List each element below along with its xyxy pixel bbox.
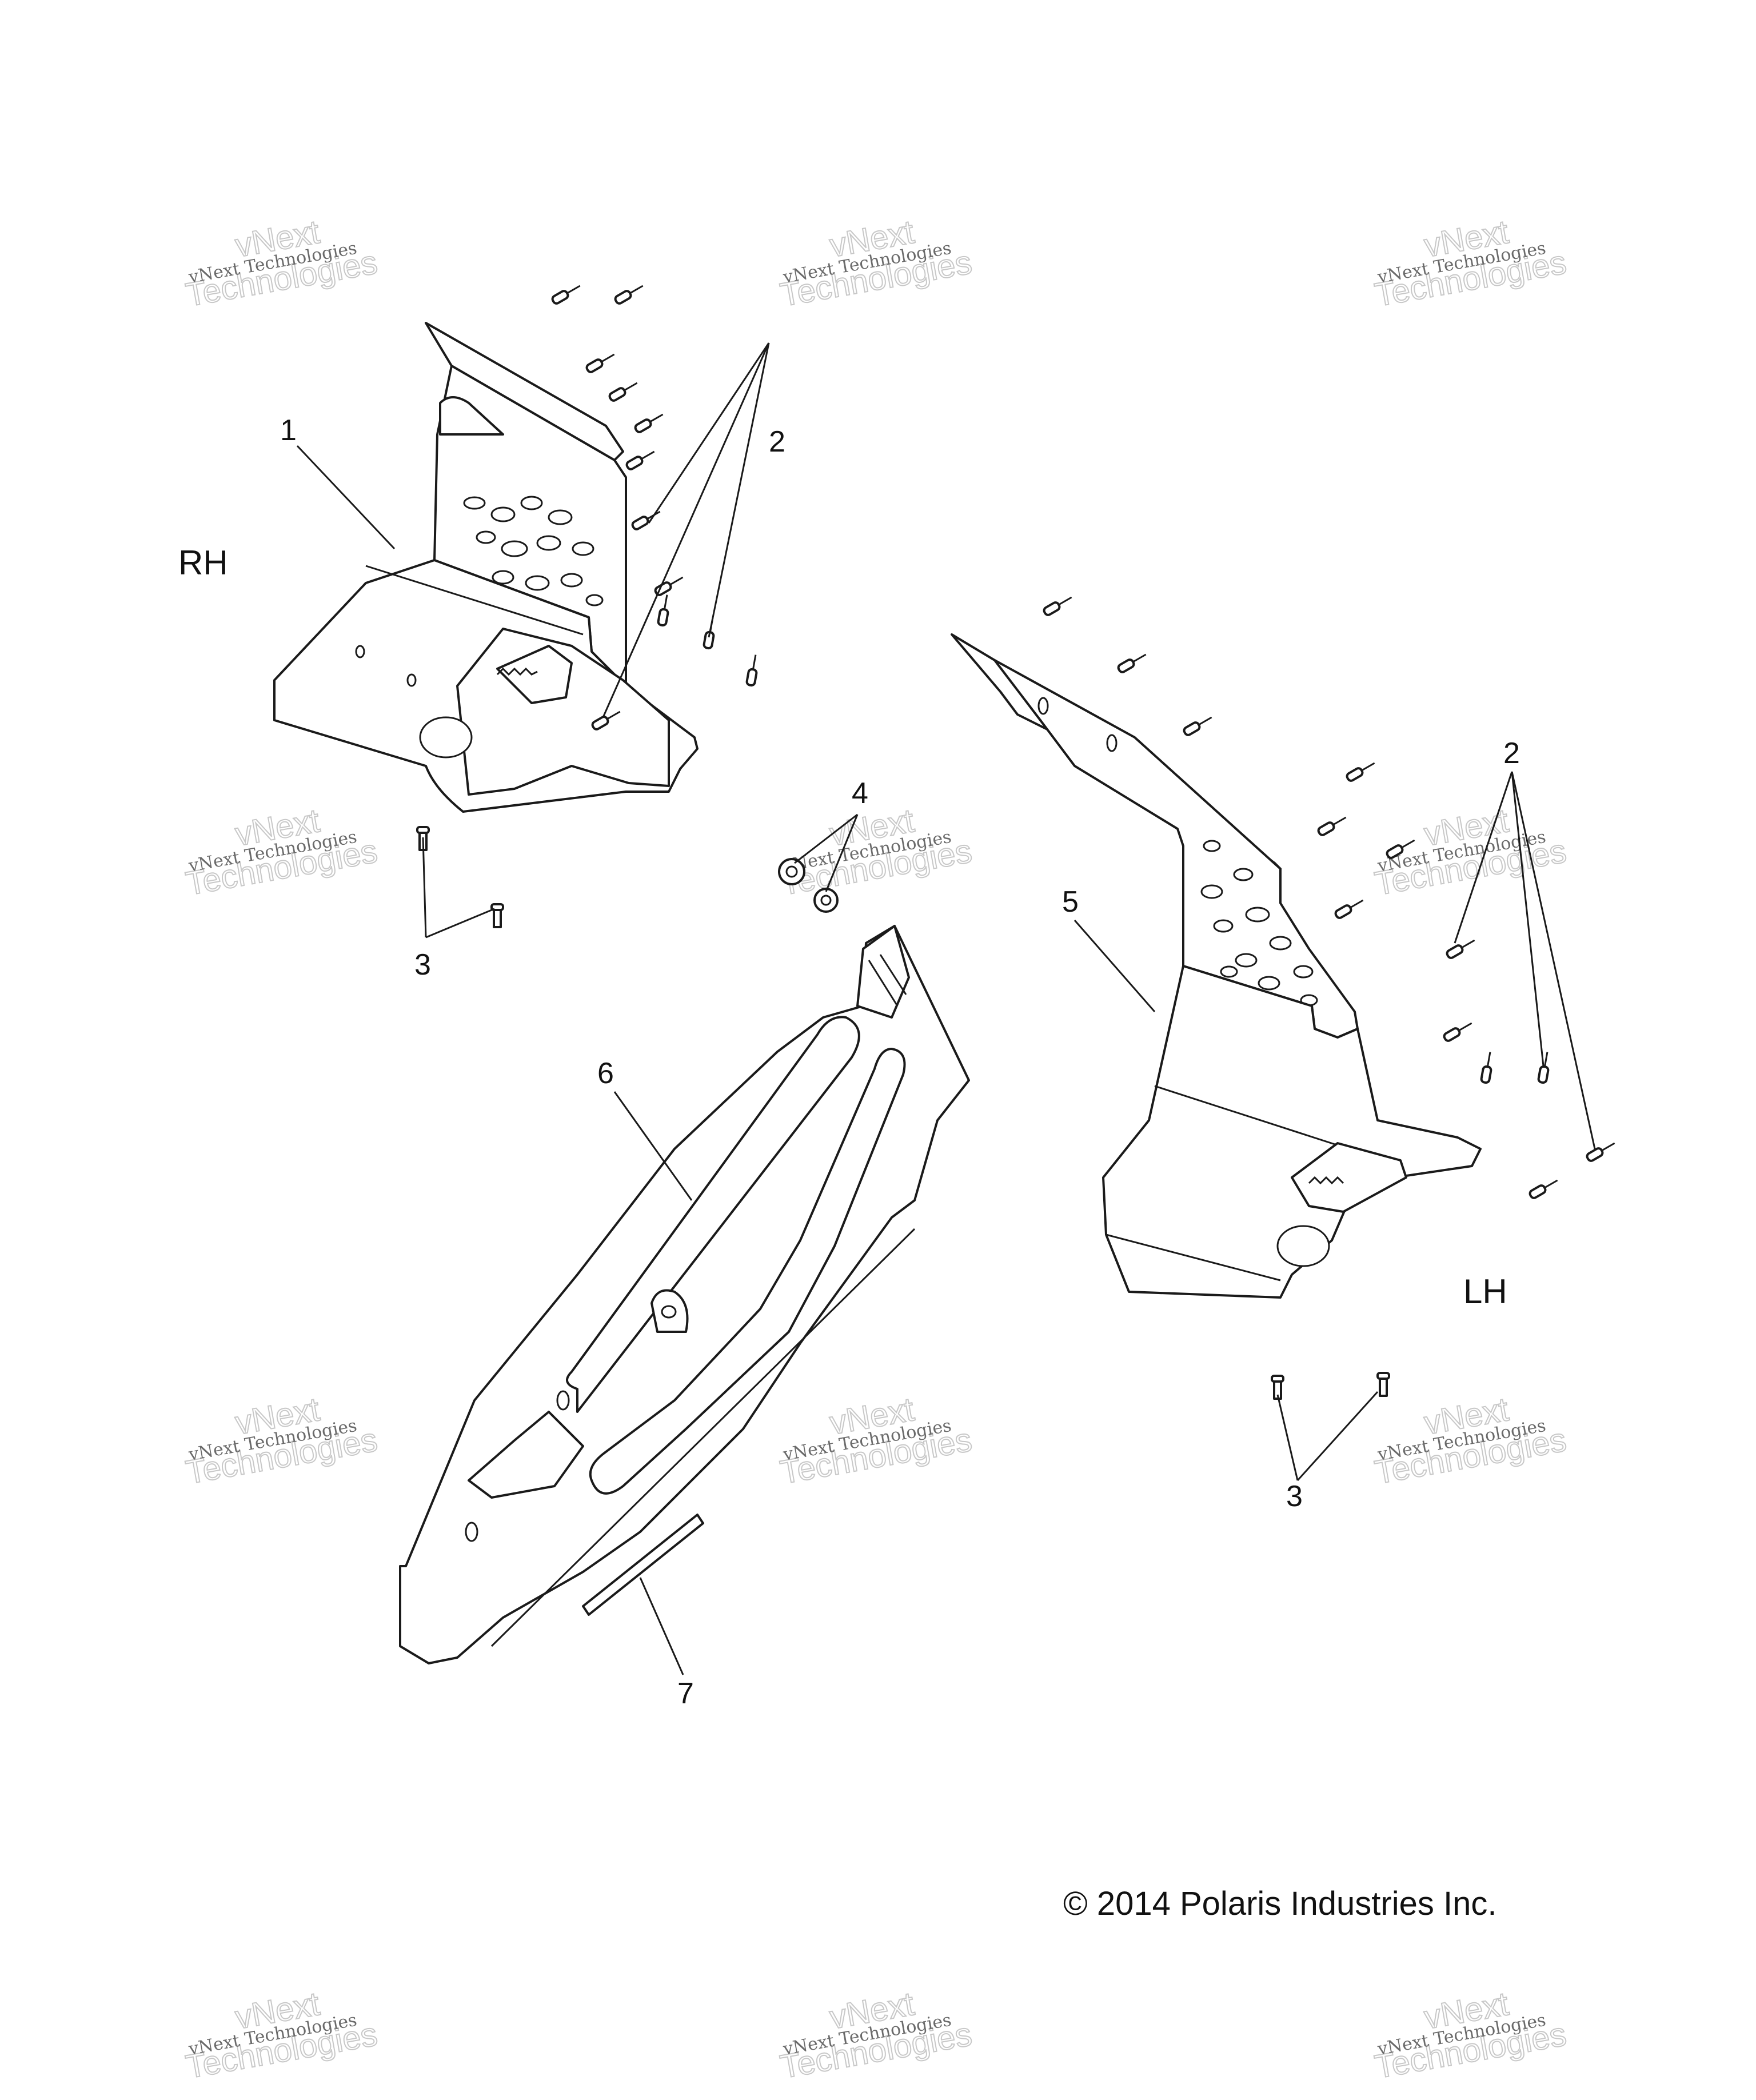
watermark-12: vNext Technologies vNext Technologies <box>1371 1985 1570 2086</box>
lh-rivets <box>1271 1372 1390 1400</box>
rh-plate-holes <box>463 496 604 606</box>
watermark-3: vNext Technologies vNext Technologies <box>1371 213 1570 314</box>
callout-3-lh: 3 <box>1286 1480 1303 1513</box>
watermark-11: vNext Technologies vNext Technologies <box>777 1985 975 2086</box>
callout-4: 4 <box>852 777 868 810</box>
callout-3-rh: 3 <box>414 948 431 981</box>
watermark-5: vNext Technologies vNext Technologies <box>777 801 975 903</box>
copyright-text: © 2014 Polaris Industries Inc. <box>1063 1885 1496 1922</box>
nuts <box>778 858 839 913</box>
watermark-9: vNext Technologies vNext Technologies <box>1371 1390 1570 1492</box>
lh-footwell-part <box>951 633 1482 1299</box>
watermark-7: vNext Technologies vNext Technologies <box>182 1390 381 1492</box>
side-label-lh: LH <box>1463 1272 1507 1311</box>
callout-6: 6 <box>597 1057 614 1090</box>
watermark-1: vNext Technologies vNext Technologies <box>182 213 381 314</box>
watermark-10: vNext Technologies vNext Technologies <box>182 1985 381 2086</box>
rh-footwell-part <box>273 322 699 813</box>
trim-strip <box>582 1514 704 1616</box>
callout-1: 1 <box>280 414 297 447</box>
lh-bolts <box>1043 596 1615 1199</box>
side-label-rh: RH <box>178 544 228 582</box>
watermark-2: vNext Technologies vNext Technologies <box>777 213 975 314</box>
callout-numbers: 1 2 2 3 3 4 5 6 7 <box>280 414 1520 1710</box>
lh-plate-holes <box>1200 840 1318 1007</box>
rh-rivets <box>416 826 504 928</box>
callout-7: 7 <box>677 1677 694 1710</box>
floor-pan-part <box>399 925 970 1664</box>
watermark-8: vNext Technologies vNext Technologies <box>777 1390 975 1492</box>
leader-lines <box>296 342 1596 1675</box>
callout-5: 5 <box>1062 885 1079 919</box>
callout-2-rh: 2 <box>769 425 785 458</box>
callout-2-lh: 2 <box>1503 737 1520 770</box>
watermark-4: vNext Technologies vNext Technologies <box>182 801 381 903</box>
